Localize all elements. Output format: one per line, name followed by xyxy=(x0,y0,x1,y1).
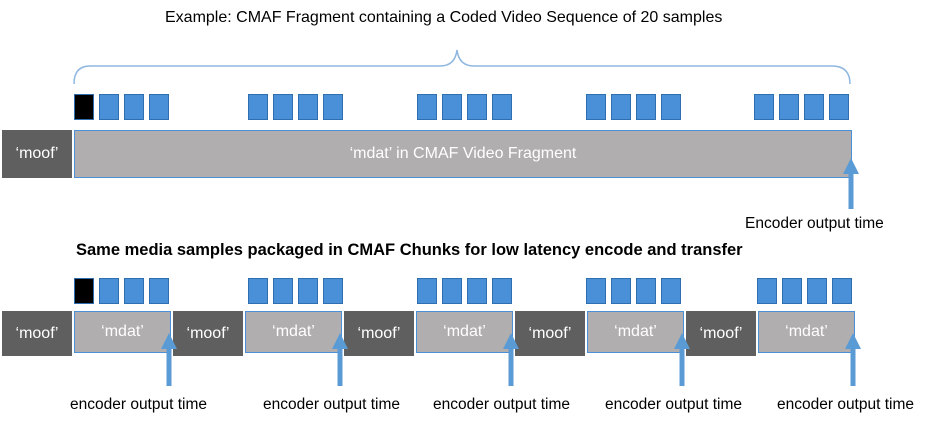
sample xyxy=(467,278,487,304)
sample xyxy=(804,94,824,120)
chunk-encoder-label: encoder output time xyxy=(433,396,571,413)
diagram-title: Example: CMAF Fragment containing a Code… xyxy=(165,9,723,26)
sample xyxy=(807,278,827,304)
sample xyxy=(467,94,487,120)
chunk-mdat-box: ‘mdat’ xyxy=(758,311,855,353)
sample xyxy=(586,94,606,120)
sample xyxy=(829,94,849,120)
chunk-encoder-label: encoder output time xyxy=(777,396,915,413)
sample xyxy=(779,94,799,120)
sample xyxy=(636,278,656,304)
chunk-encoder-label: encoder output time xyxy=(263,396,401,413)
sample xyxy=(636,94,656,120)
sample xyxy=(417,94,437,120)
sample xyxy=(754,94,774,120)
chunk-moof-box: ‘moof’ xyxy=(344,311,414,356)
sample xyxy=(611,94,631,120)
chunk-encoder-label: encoder output time xyxy=(605,396,743,413)
sample xyxy=(323,94,343,120)
chunk-mdat-box: ‘mdat’ xyxy=(245,311,342,353)
sample xyxy=(492,94,512,120)
key-sample xyxy=(74,278,94,304)
sample xyxy=(99,278,119,304)
sample xyxy=(442,278,462,304)
sample xyxy=(273,94,293,120)
sample xyxy=(298,94,318,120)
sample xyxy=(492,278,512,304)
chunk-mdat-box: ‘mdat’ xyxy=(587,311,684,353)
sample xyxy=(586,278,606,304)
sample xyxy=(298,278,318,304)
sample xyxy=(323,278,343,304)
sample xyxy=(149,278,169,304)
sample xyxy=(99,94,119,120)
fragment-mdat-box: ‘mdat’ in CMAF Video Fragment xyxy=(74,130,852,178)
sample xyxy=(149,94,169,120)
chunk-mdat-box: ‘mdat’ xyxy=(74,311,171,353)
fragment-moof-box: ‘moof’ xyxy=(2,130,72,178)
chunk-moof-box: ‘moof’ xyxy=(686,311,756,356)
sample xyxy=(611,278,631,304)
chunk-moof-box: ‘moof’ xyxy=(2,311,72,356)
sample xyxy=(442,94,462,120)
chunks-subtitle: Same media samples packaged in CMAF Chun… xyxy=(76,241,743,259)
sample xyxy=(782,278,802,304)
sample xyxy=(417,278,437,304)
sample xyxy=(124,94,144,120)
chunk-encoder-label: encoder output time xyxy=(70,396,208,413)
chunk-moof-box: ‘moof’ xyxy=(173,311,243,356)
sample xyxy=(661,94,681,120)
sample xyxy=(273,278,293,304)
sample xyxy=(757,278,777,304)
key-sample xyxy=(74,94,94,120)
chunk-mdat-box: ‘mdat’ xyxy=(416,311,513,353)
sample xyxy=(124,278,144,304)
chunk-moof-box: ‘moof’ xyxy=(515,311,585,356)
sample xyxy=(661,278,681,304)
sample xyxy=(248,94,268,120)
sample xyxy=(248,278,268,304)
fragment-encoder-label: Encoder output time xyxy=(745,215,884,232)
sample xyxy=(832,278,852,304)
